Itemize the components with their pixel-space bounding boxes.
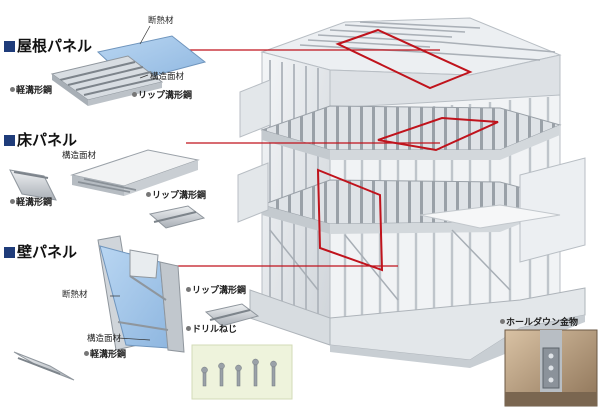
floor-panel-illustration (9, 149, 206, 229)
header-square-icon (4, 41, 15, 52)
drill-screw-samples (191, 344, 293, 400)
bullet-icon (10, 199, 15, 204)
bullet-icon (186, 326, 191, 331)
house-steel-frame (237, 17, 586, 368)
callout-lines (172, 49, 440, 267)
wall-panel-header: 壁パネル (4, 243, 77, 261)
wall-panel-highlight (316, 168, 384, 272)
roof-lip-channel-label: リップ溝形鋼 (132, 91, 192, 101)
highlight-frames (316, 28, 499, 272)
floor-panel-highlight (377, 116, 499, 152)
bullet-icon (132, 92, 137, 97)
roof-panel-illustration (50, 25, 207, 106)
hold-down-hardware-photo (504, 329, 598, 407)
header-square-icon (4, 135, 15, 146)
bullet-icon (84, 351, 89, 356)
bullet-icon (186, 287, 191, 292)
roof-structural-sheathing-label: 構造面材 (150, 72, 185, 82)
floor-lip-channel-label: リップ溝形鋼 (146, 191, 206, 201)
wall-structural-sheathing-label: 構造面材 (87, 334, 122, 344)
wall-light-channel-label: 軽溝形鋼 (84, 350, 126, 360)
drill-screw-label: ドリルねじ (186, 325, 237, 335)
wall-lip-channel-label: リップ溝形鋼 (186, 286, 246, 296)
bullet-icon (10, 87, 15, 92)
hold-down-hardware-label: ホールダウン金物 (500, 318, 578, 328)
bullet-icon (500, 319, 505, 324)
roof-insulation-label: 断熱材 (148, 16, 174, 26)
header-square-icon (4, 247, 15, 258)
wall-panel-illustration (13, 235, 260, 381)
bullet-icon (146, 192, 151, 197)
floor-structural-sheathing-label: 構造面材 (62, 151, 97, 161)
roof-light-channel-label: 軽溝形鋼 (10, 86, 52, 96)
roof-panel-header: 屋根パネル (4, 37, 92, 55)
roof-panel-highlight (335, 28, 473, 90)
wall-insulation-label: 断熱材 (62, 290, 88, 300)
floor-light-channel-label: 軽溝形鋼 (10, 198, 52, 208)
floor-panel-header: 床パネル (4, 131, 77, 149)
